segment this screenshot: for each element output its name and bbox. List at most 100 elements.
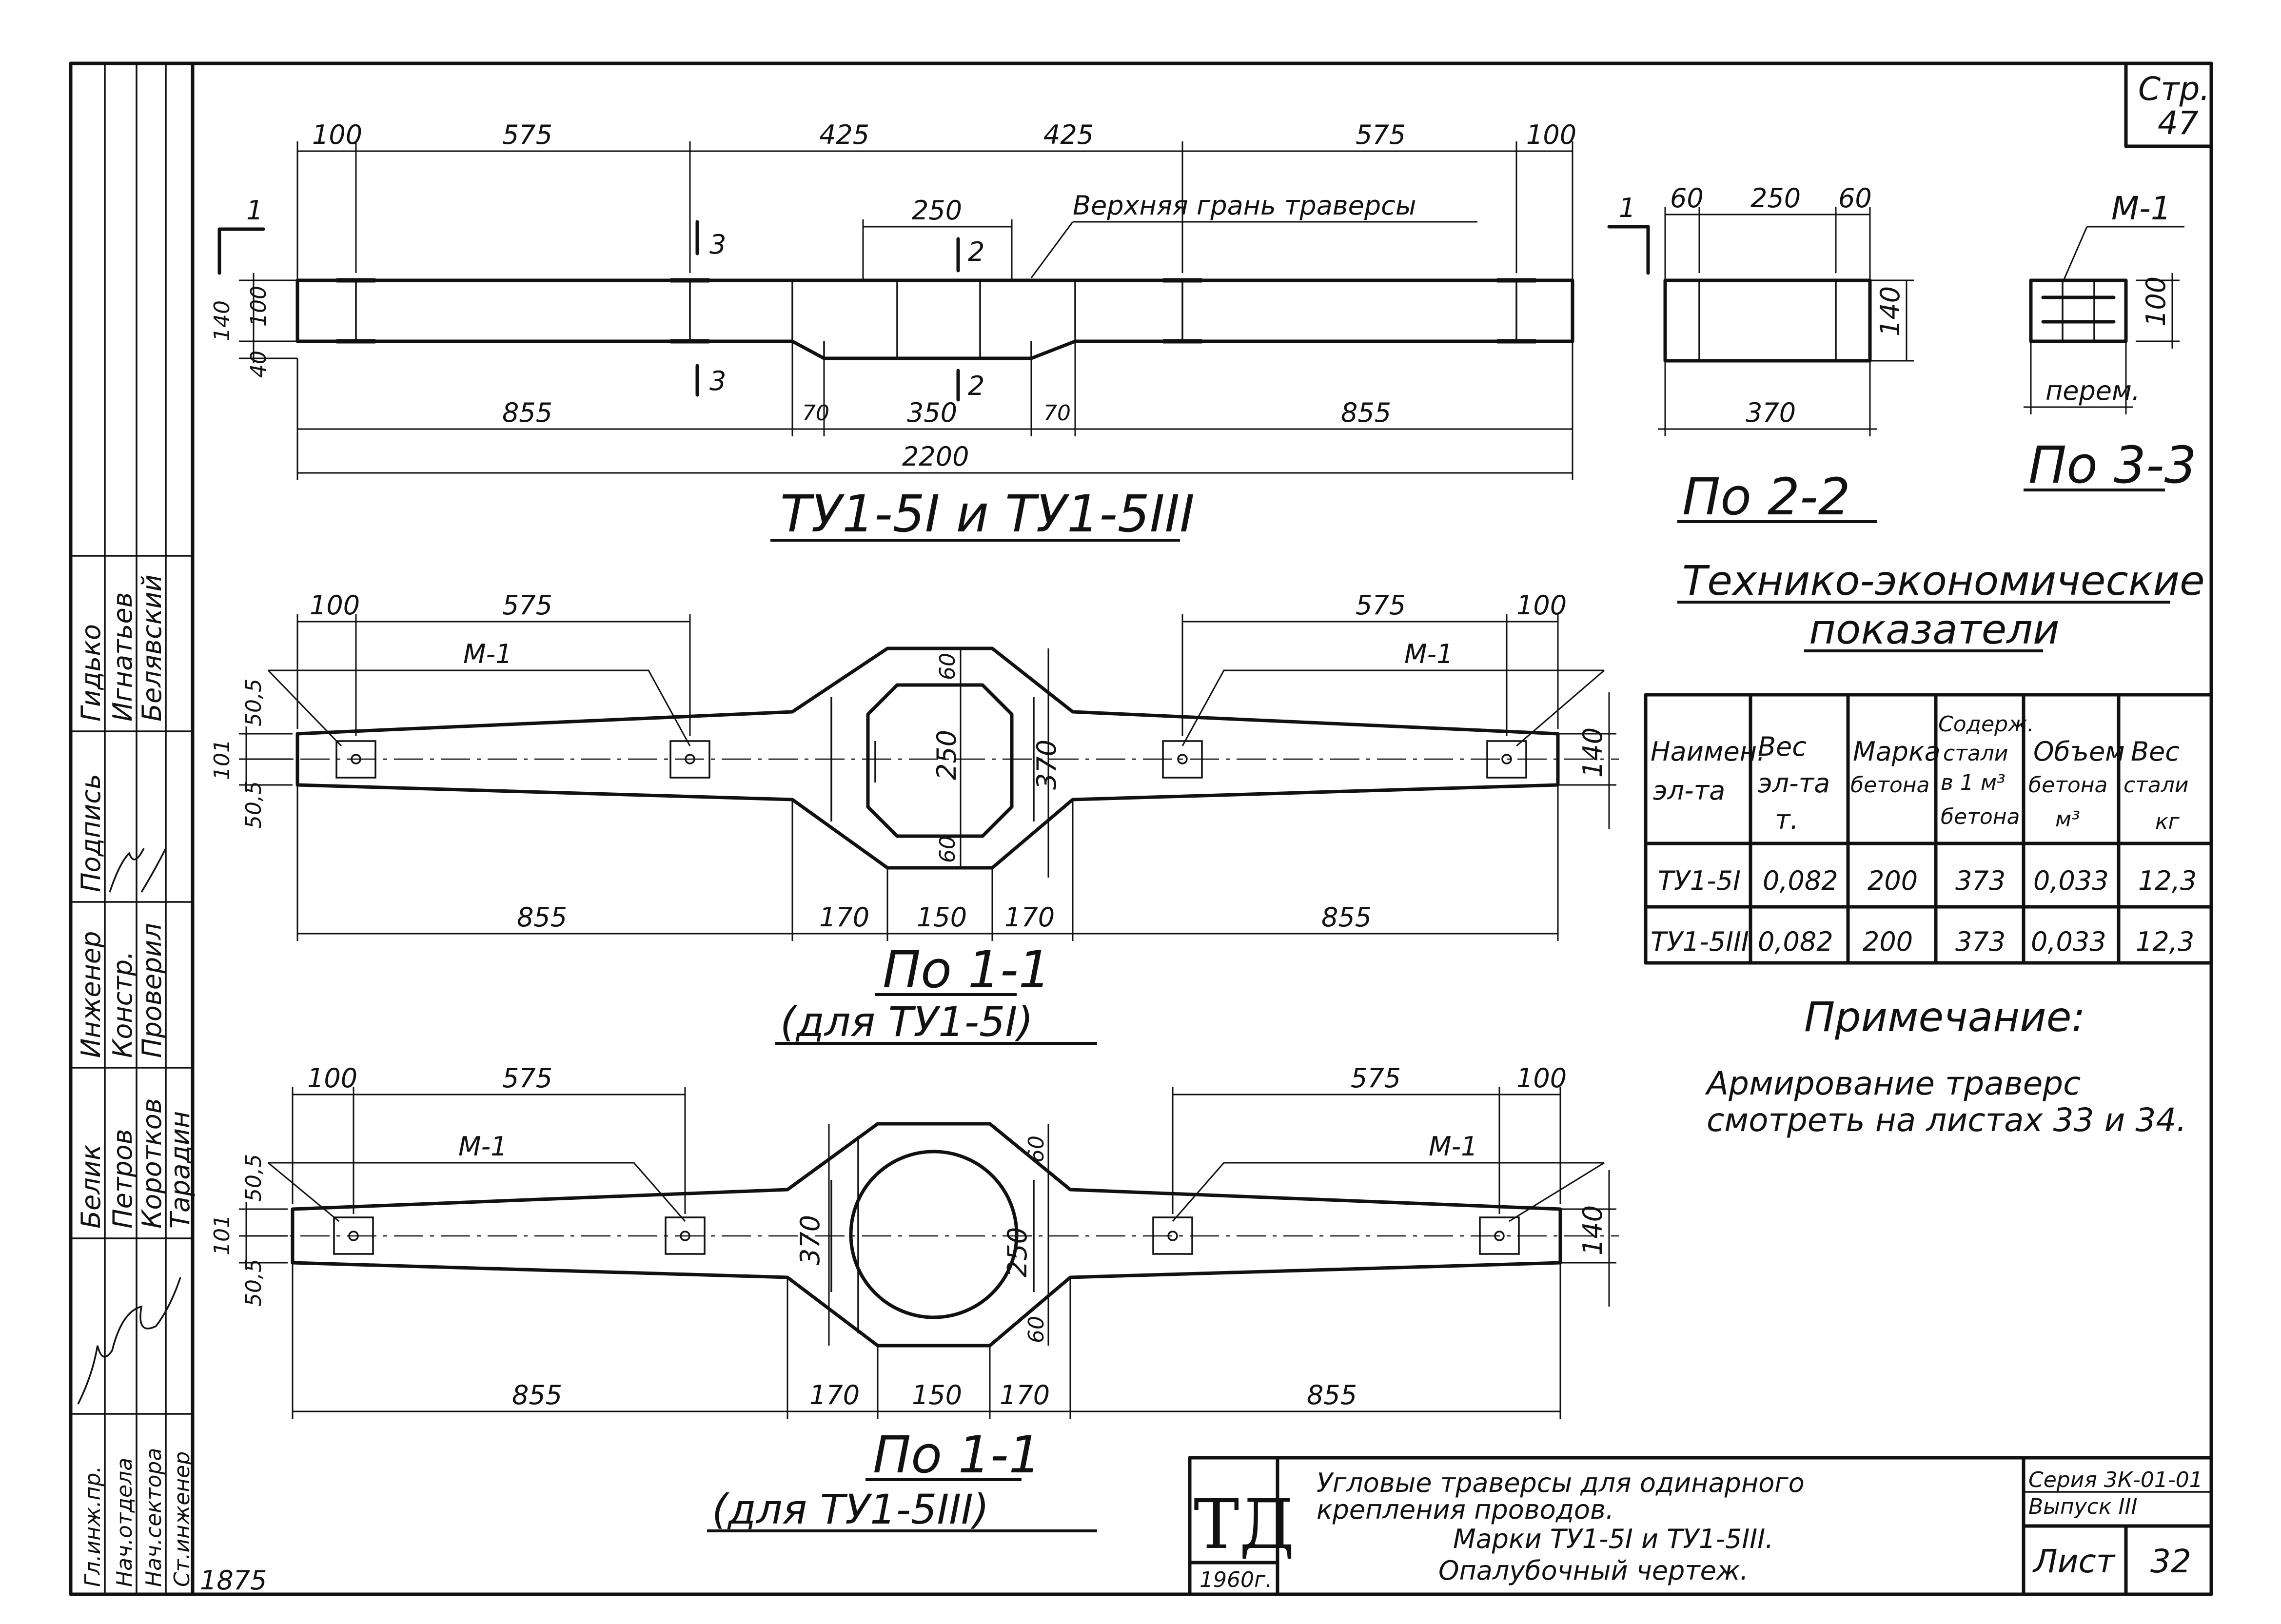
section-3-3-outline <box>2029 278 2128 343</box>
plan-b-dim-370: 370 <box>795 1215 826 1265</box>
plan-b-dim-575-right: 575 <box>1351 1063 1401 1094</box>
plan-a-dim-505-top: 50,5 <box>241 679 266 726</box>
th-weight-2: эл-та <box>1758 768 1830 799</box>
elev-dim-100-right: 100 <box>1526 119 1576 150</box>
section-mark-1-left: 1 <box>246 195 263 226</box>
plan-b-title: По 1-1 <box>873 1425 1041 1485</box>
elev-dim-100-vert: 100 <box>246 286 271 327</box>
plan-a-label-m1-right: М-1 <box>1404 639 1453 669</box>
page-label: Стр. <box>2138 70 2210 108</box>
td-r2-weight: 0,082 <box>1758 926 1833 957</box>
elev-dim-425-right: 425 <box>1043 119 1094 150</box>
plan-b-label-m1-right: М-1 <box>1429 1131 1477 1162</box>
note-line-2: смотреть на листах 33 и 34. <box>1707 1101 2186 1139</box>
plan-b-dim-60-top: 60 <box>1024 1135 1049 1163</box>
td-r1-grade: 200 <box>1868 865 1918 896</box>
stamp-name-1: Белик <box>76 1144 106 1229</box>
s22-dim-60-left: 60 <box>1670 183 1704 214</box>
s33-dim-100: 100 <box>2141 276 2171 327</box>
td-r2-steelwt: 12,3 <box>2136 926 2194 957</box>
embedded-plate-2 <box>670 278 709 344</box>
embedded-plate-4 <box>1497 278 1536 344</box>
section-mark-3-bottom: 3 <box>709 366 726 396</box>
th-grade-1: Марка <box>1853 736 1941 767</box>
elev-dim-350: 350 <box>907 397 957 428</box>
stamp-role-2: Констр. <box>107 951 138 1058</box>
sheet-title-4: Опалубочный чертеж. <box>1438 1555 1749 1586</box>
td-r1-steelwt: 12,3 <box>2138 865 2197 896</box>
section-mark-3-top: 3 <box>709 229 726 260</box>
plan-a-plate-4 <box>1486 740 1527 779</box>
s33-label-variable: перем. <box>2045 375 2140 406</box>
signature-scribble <box>77 848 181 1405</box>
plan-b-dim-140: 140 <box>1577 1205 1608 1255</box>
plan-a-dim-170-left: 170 <box>819 902 869 933</box>
plan-a-dim-60-top: 60 <box>935 653 960 680</box>
stamp-role-7: Ст.инженер <box>170 1451 195 1587</box>
plan-a-plate-1 <box>335 740 376 779</box>
plan-a-dim-575-left: 575 <box>502 590 552 621</box>
plan-a-dim-575-right: 575 <box>1356 590 1406 621</box>
plan-b-dim-505-top: 50,5 <box>241 1154 266 1202</box>
series-label: Серия 3К-01-01 <box>2028 1467 2203 1492</box>
page-number-box: Стр. 47 <box>2124 61 2213 148</box>
section-2-2: 60 250 60 140 370 1 По 2-2 <box>1607 183 1914 527</box>
elev-dim-140: 140 <box>210 300 235 341</box>
plan-a-plate-2 <box>669 740 710 779</box>
logo-td: ТД <box>1194 1485 1295 1565</box>
note-line-1: Армирование траверс <box>1705 1065 2081 1102</box>
left-stamp: Белик Петров Коротков Тарадин Гидько Игн… <box>71 63 196 1594</box>
plan-a-dim-855-left: 855 <box>517 902 567 933</box>
th-name-2: эл-та <box>1653 775 1725 806</box>
elev-dim-250: 250 <box>912 195 962 226</box>
embedded-plate-3 <box>1163 278 1202 344</box>
plan-view-b: М-1 М-1 100 575 575 100 50,5 101 50,5 14… <box>210 1063 1619 1533</box>
indicators-title-2: показатели <box>1809 606 2060 653</box>
indicators-title-1: Технико-экономические <box>1682 557 2205 605</box>
plan-b-plate-1 <box>333 1216 374 1255</box>
plan-a-inner-octagon <box>866 683 1014 838</box>
stamp-name-7: Белявский <box>137 574 167 722</box>
section-mark-2-bottom: 2 <box>968 371 984 401</box>
sheet-title-1: Угловые траверсы для одинарного <box>1317 1467 1805 1498</box>
elev-dim-575-left: 575 <box>502 119 552 150</box>
section-3-3: 100 М-1 перем. По 3-3 <box>2024 190 2197 495</box>
page-number: 47 <box>2158 104 2199 142</box>
section-2-2-outline <box>1663 278 1872 363</box>
plan-b-dim-100-left: 100 <box>307 1063 357 1094</box>
plan-b-dim-100-right: 100 <box>1516 1063 1567 1094</box>
handwritten-number: 1875 <box>200 1565 267 1596</box>
plan-a-dim-150: 150 <box>917 902 967 933</box>
plan-b-dim-855-right: 855 <box>1307 1380 1357 1410</box>
stamp-signature-header: Подпись <box>76 774 106 892</box>
traverse-elevation-outline <box>295 278 1574 360</box>
elev-dim-100-left: 100 <box>312 119 362 150</box>
plan-a-dim-101: 101 <box>210 739 235 780</box>
issue-label: Выпуск III <box>2028 1494 2137 1519</box>
s22-dim-140: 140 <box>1875 286 1906 336</box>
th-steelwt-1: Вес <box>2131 736 2180 767</box>
th-steel-1: Содерж. <box>1938 712 2034 737</box>
s22-section-mark: 1 <box>1619 193 1635 223</box>
td-r2-steel: 373 <box>1955 926 2006 957</box>
embedded-plate-1 <box>336 278 375 344</box>
elev-dim-70-left: 70 <box>802 401 829 426</box>
td-r2-grade: 200 <box>1863 926 1913 957</box>
plan-a-subtitle: (для ТУ1-5I) <box>780 998 1033 1046</box>
elev-dim-40: 40 <box>246 351 271 378</box>
plan-b-plate-2 <box>665 1216 706 1255</box>
plan-a-plate-3 <box>1162 740 1203 779</box>
elevation-title: ТУ1-5I и ТУ1-5III <box>780 484 1195 544</box>
elev-dim-425-left: 425 <box>819 119 869 150</box>
indicators-table <box>1644 693 2213 965</box>
plan-a-dim-855-right: 855 <box>1321 902 1372 933</box>
td-r1-name: ТУ1-5I <box>1658 865 1741 896</box>
plan-b-dim-250: 250 <box>1002 1227 1033 1277</box>
th-weight-3: т. <box>1775 804 1799 835</box>
stamp-name-4: Тарадин <box>165 1111 196 1229</box>
plan-b-dim-60-bottom: 60 <box>1024 1316 1049 1343</box>
plan-view-a: М-1 М-1 100 575 575 100 50,5 101 50,5 14… <box>210 590 1619 1046</box>
stamp-name-2: Петров <box>107 1129 138 1229</box>
plan-b-dim-170-right: 170 <box>1000 1380 1050 1410</box>
th-grade-2: бетона <box>1850 773 1930 798</box>
